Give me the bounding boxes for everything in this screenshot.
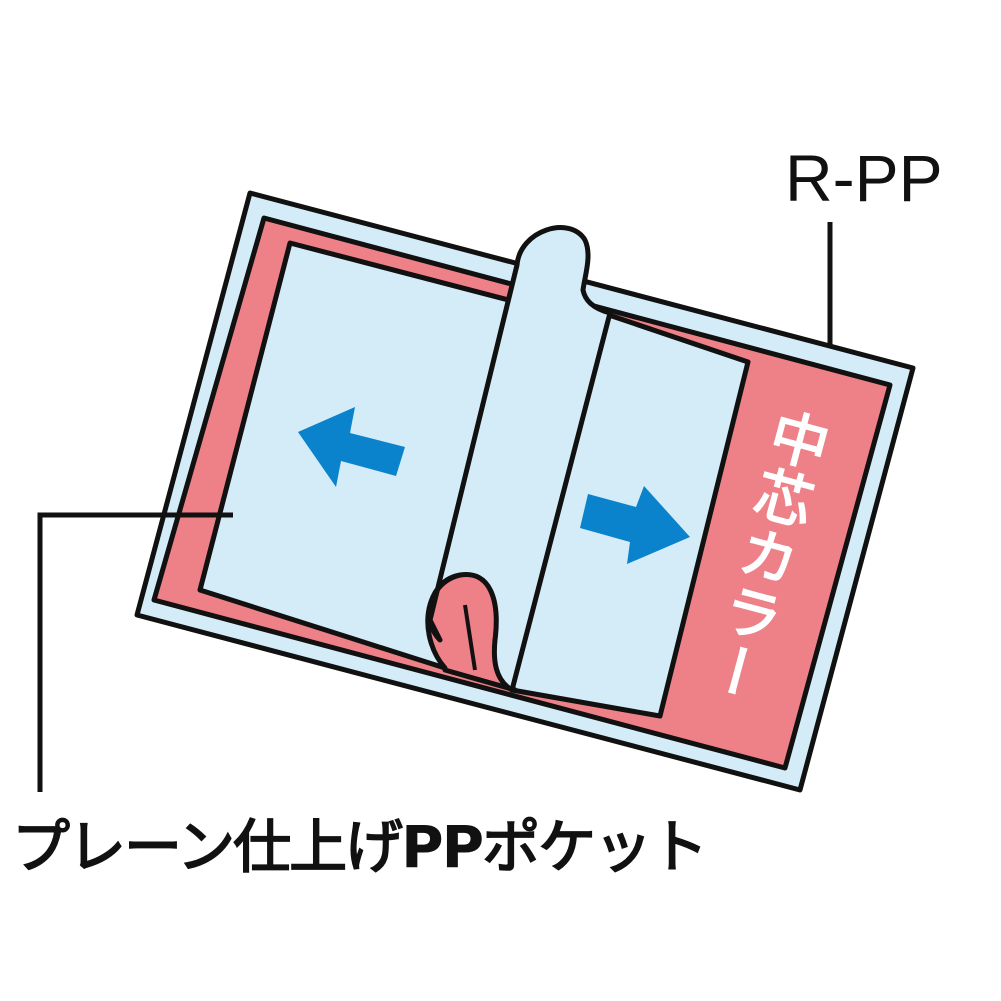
spine-tab (427, 225, 613, 693)
arrow-left-icon (298, 407, 405, 487)
arrow-right-icon (580, 486, 690, 564)
spine-line (463, 604, 477, 671)
rpp-label: R-PP (785, 141, 943, 215)
pocket-leader-line (37, 512, 233, 792)
pocket-label: プレーン仕上げPPポケット (12, 813, 708, 881)
